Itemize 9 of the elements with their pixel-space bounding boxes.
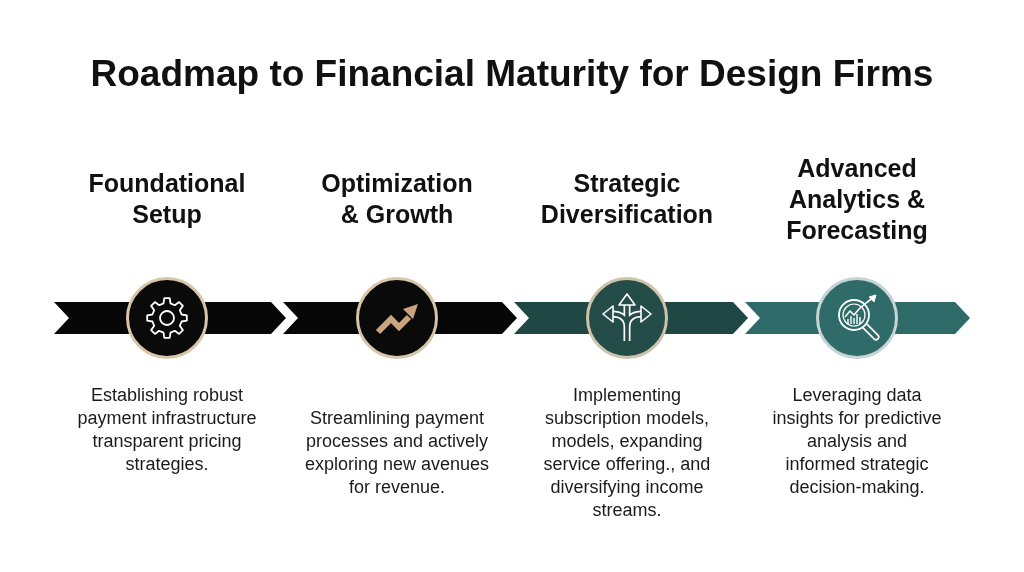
stage-description: Establishing robust payment infrastructure transparent pricing strategies. — [76, 384, 258, 476]
stage-heading: Foundational Setup — [87, 168, 247, 230]
stage-description: Leveraging data insights for predictive analysis and informed strategic decision-making. — [771, 384, 943, 499]
stage-description: Streamlining payment processes and actively exploring new avenues for revenue. — [303, 407, 491, 499]
stage-heading: Optimization & Growth — [320, 168, 474, 230]
stage-description: Implementing subscription models, models, expanding service offering., and diversifying income streams. — [542, 384, 712, 522]
diagram-title: Roadmap to Financial Maturity for Design Firms — [90, 52, 934, 96]
stage-heading: Strategic Diversification — [539, 168, 715, 230]
stage-heading: Advanced Analytics & Forecasting — [785, 152, 929, 246]
